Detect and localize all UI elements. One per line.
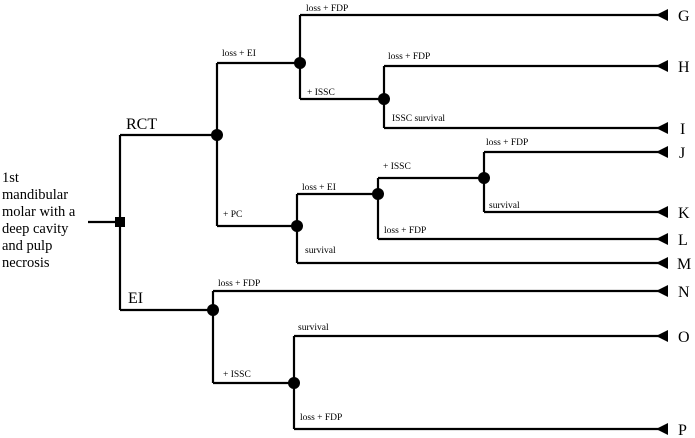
- node-c-survival-label: survival: [305, 246, 336, 256]
- root-label-line-4: deep cavity: [2, 221, 69, 237]
- outcome-label-n: N: [678, 284, 690, 301]
- terminal-node-l: [656, 233, 668, 245]
- terminal-node-o: [656, 330, 668, 342]
- outcome-label-k: K: [678, 205, 690, 222]
- outcome-label-l: L: [678, 232, 688, 249]
- terminal-node-k: [656, 206, 668, 218]
- root-label-line-3: molar with a: [2, 204, 76, 220]
- rct-loss-ei-label: loss + EI: [222, 49, 256, 59]
- terminal-node-j: [656, 146, 668, 158]
- root-label-line-6: necrosis: [2, 255, 50, 271]
- root-label-line-1: 1st: [2, 170, 19, 186]
- rct-pc-label: + PC: [223, 210, 242, 220]
- root-label-line-5: and pulp: [2, 238, 52, 254]
- node-a-loss-fdp-label: loss + FDP: [306, 4, 348, 14]
- node-d-loss-fdp-label: loss + FDP: [384, 226, 426, 236]
- outcome-label-h: H: [678, 59, 690, 76]
- outcome-label-o: O: [678, 329, 690, 346]
- rct-label: RCT: [126, 116, 157, 133]
- terminal-node-m: [656, 257, 668, 269]
- node-e-loss-fdp-label: loss + FDP: [486, 138, 528, 148]
- root-label-line-2: mandibular: [2, 187, 68, 203]
- outcome-label-p: P: [678, 422, 687, 438]
- ei-loss-fdp-label: loss + FDP: [218, 279, 260, 289]
- outcome-label-j: J: [679, 145, 685, 162]
- outcome-label-i: I: [680, 121, 685, 138]
- root-label: 1st mandibular molar with a deep cavity …: [2, 170, 79, 271]
- node-c-loss-ei-label: loss + EI: [302, 183, 336, 193]
- node-d-issc-label: + ISSC: [383, 162, 411, 172]
- terminal-node-i: [656, 122, 668, 134]
- terminal-node-n: [656, 285, 668, 297]
- node-b-issc-survival-label: ISSC survival: [392, 114, 445, 124]
- node-a-issc-label: + ISSC: [307, 88, 335, 98]
- ei-issc-label: + ISSC: [223, 370, 251, 380]
- node-f-loss-fdp-label: loss + FDP: [300, 413, 342, 423]
- node-e-survival-label: survival: [489, 201, 520, 211]
- outcome-label-m: M: [677, 256, 691, 273]
- terminal-node-p: [656, 423, 668, 435]
- node-b-loss-fdp-label: loss + FDP: [388, 52, 430, 62]
- terminal-node-h: [656, 60, 668, 72]
- outcome-label-g: G: [678, 8, 690, 25]
- terminal-node-g: [656, 9, 668, 21]
- ei-label: EI: [128, 290, 143, 307]
- node-f-survival-label: survival: [298, 323, 329, 333]
